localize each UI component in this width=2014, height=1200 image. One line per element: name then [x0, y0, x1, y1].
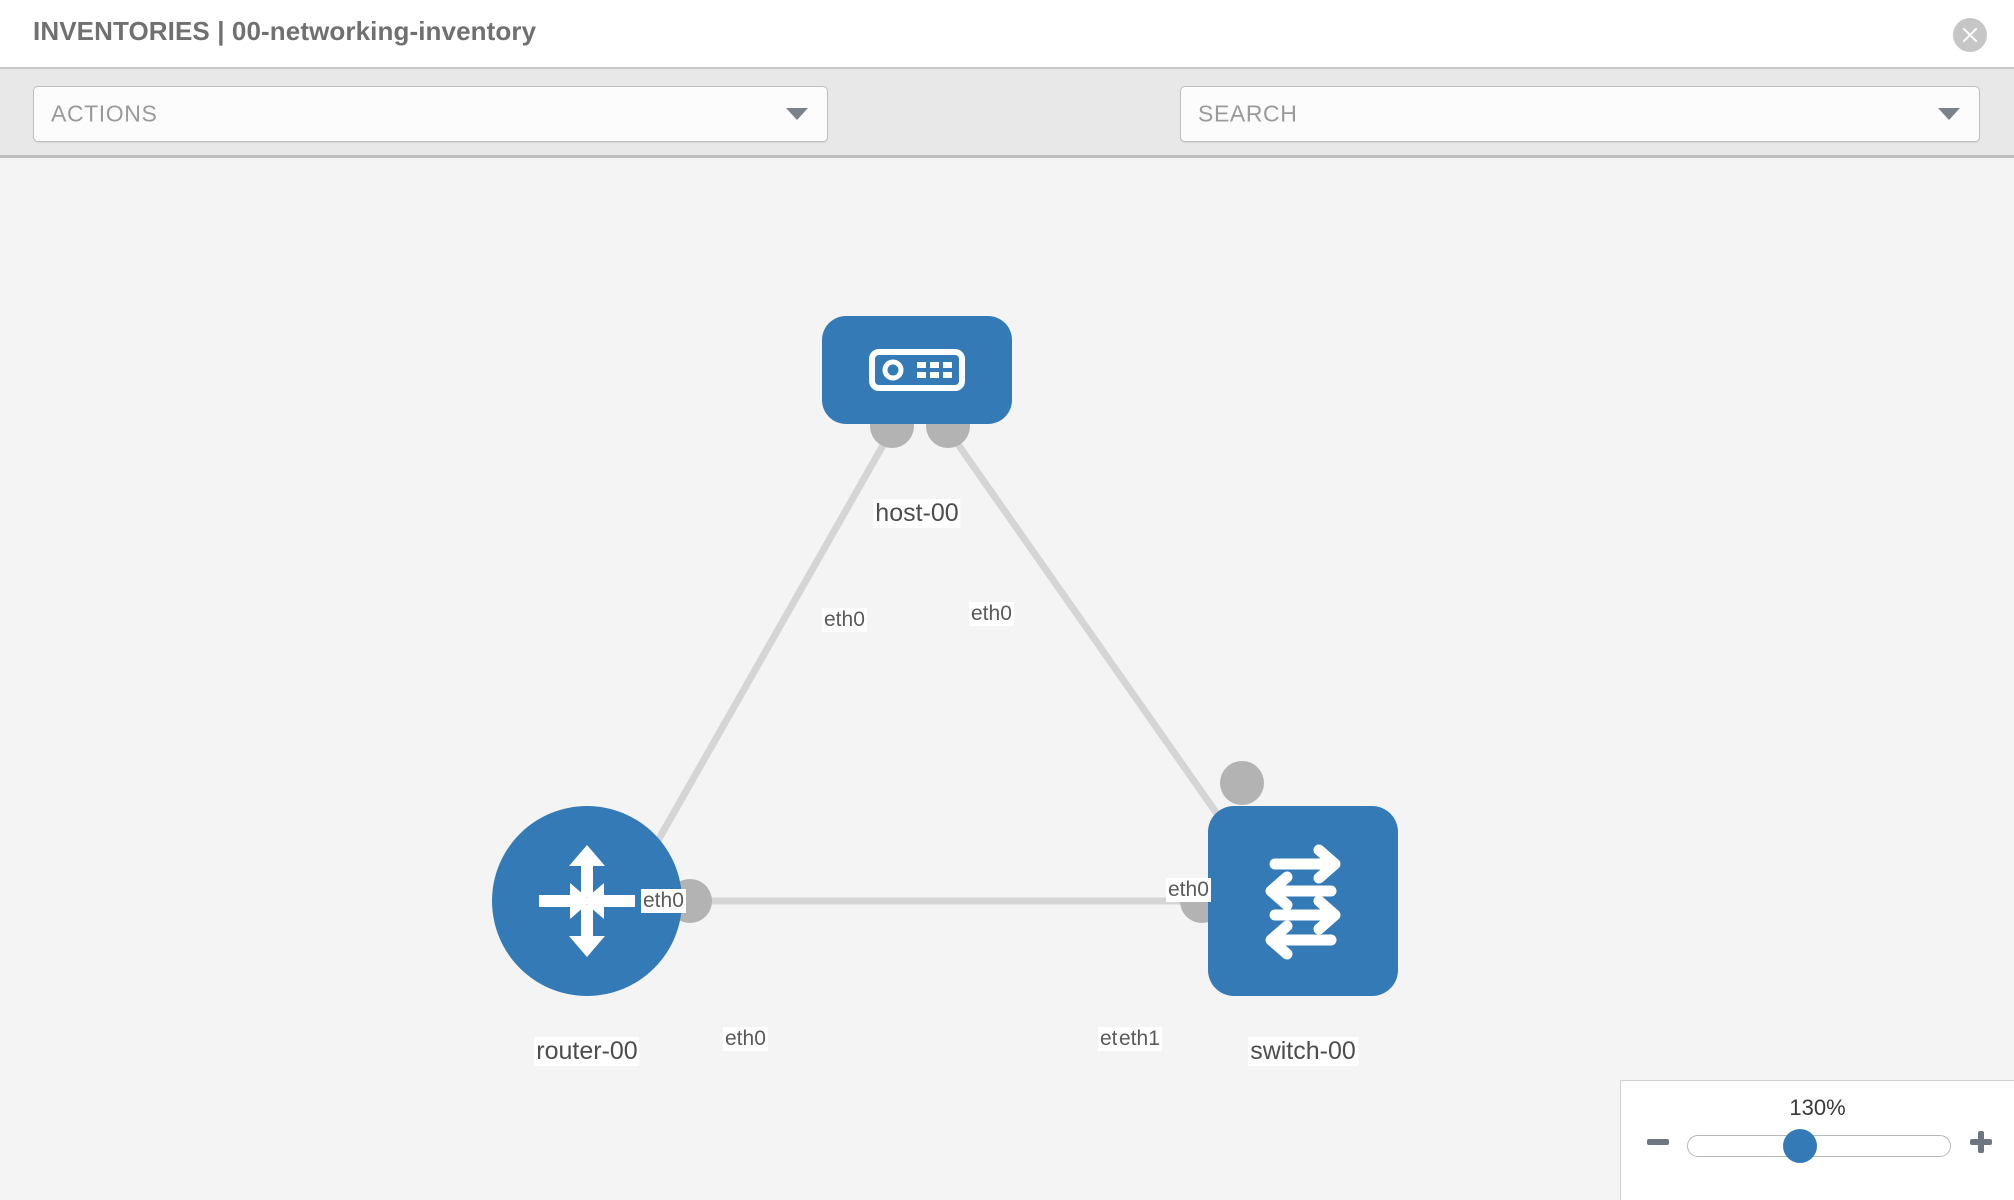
switch-arrows-icon	[1265, 844, 1341, 960]
node-switch-00[interactable]: switch-00	[1208, 806, 1398, 1076]
chevron-down-icon	[1938, 108, 1960, 120]
router-node-label: router-00	[534, 1037, 640, 1066]
chevron-down-icon	[786, 108, 808, 120]
zoom-level-value: 130%	[1789, 1095, 1846, 1120]
page-title: INVENTORIES | 00-networking-inventory	[33, 16, 537, 46]
switch-node-shape	[1208, 806, 1398, 996]
node-router-00[interactable]: router-00	[492, 806, 682, 1076]
topology-canvas[interactable]: host-00	[0, 158, 2014, 1200]
switch-node-label: switch-00	[1248, 1037, 1358, 1066]
server-device-icon	[869, 349, 965, 391]
iface-label-router-up: eth0	[641, 889, 686, 913]
node-host-00[interactable]: host-00	[822, 316, 1012, 586]
search-placeholder: SEARCH	[1198, 100, 1298, 127]
close-icon[interactable]	[1953, 18, 1987, 52]
iface-label-switch-left: eth1	[1117, 1027, 1162, 1051]
port-switch-up	[1220, 761, 1264, 805]
toolbar: ACTIONS SEARCH	[0, 69, 2014, 199]
actions-dropdown[interactable]: ACTIONS	[33, 86, 828, 142]
page-header: INVENTORIES | 00-networking-inventory	[0, 0, 2014, 69]
host-node-label: host-00	[873, 499, 961, 528]
minus-icon[interactable]	[1643, 1127, 1673, 1157]
link-host-switch	[947, 430, 1251, 861]
router-arrows-icon	[539, 845, 635, 957]
iface-label-host-right: eth0	[969, 602, 1014, 626]
plus-icon[interactable]	[1966, 1127, 1996, 1157]
zoom-slider-thumb[interactable]	[1783, 1129, 1817, 1163]
iface-label-host-left: eth0	[822, 608, 867, 632]
zoom-control-panel: 130%	[1620, 1080, 2014, 1200]
host-node-shape	[822, 316, 1012, 424]
search-input[interactable]: SEARCH	[1180, 86, 1980, 142]
topology-links	[644, 404, 1264, 923]
iface-label-switch-up: eth0	[1166, 878, 1211, 902]
link-host-router	[644, 431, 894, 860]
iface-label-router-right: eth0	[723, 1027, 768, 1051]
actions-dropdown-value: ACTIONS	[51, 100, 158, 127]
zoom-slider[interactable]	[1687, 1135, 1951, 1157]
